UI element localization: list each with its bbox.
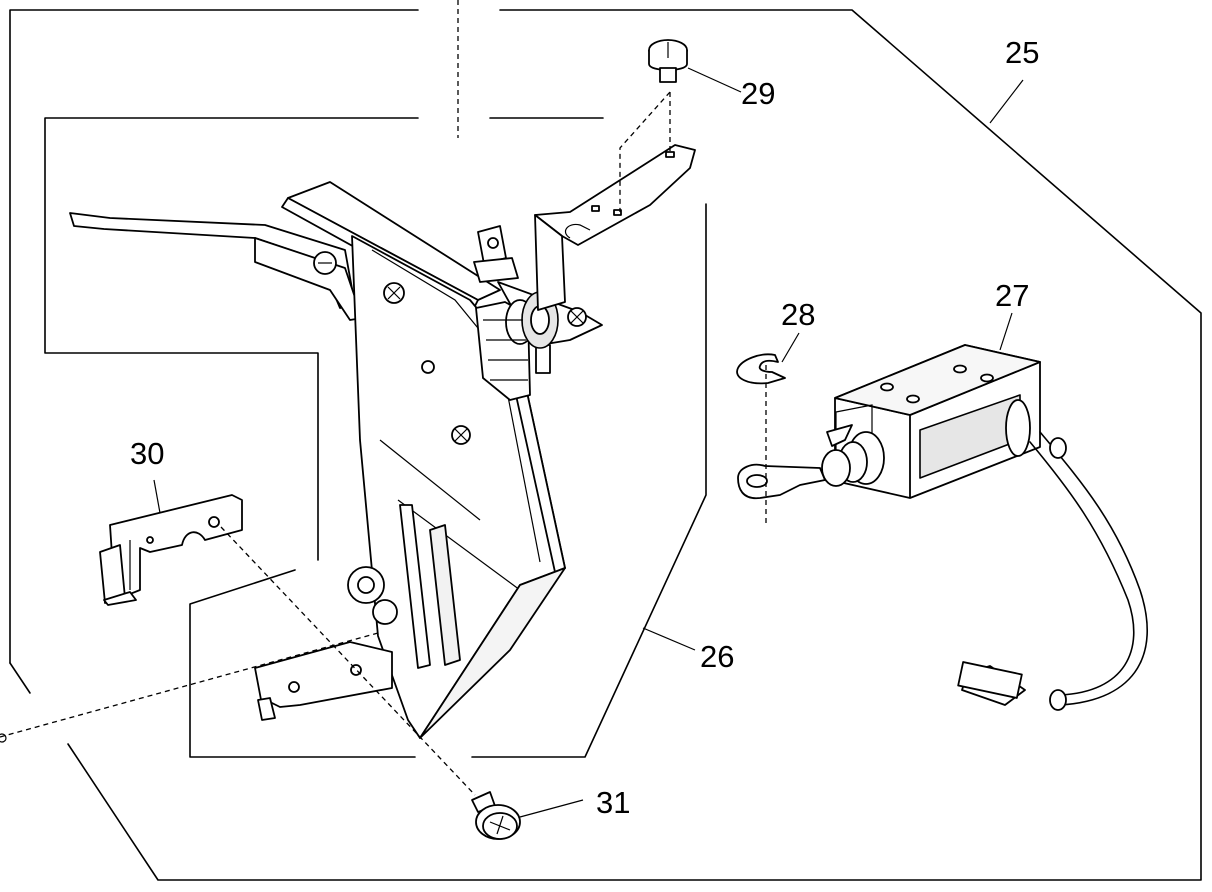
clip-30 xyxy=(99,494,243,606)
callout-28: 28 xyxy=(781,297,815,332)
e-ring-28 xyxy=(736,353,786,385)
callout-30: 30 xyxy=(130,436,164,471)
bracket-assembly-26 xyxy=(69,144,696,739)
dashed-assembly-lines xyxy=(220,91,767,796)
screw-31 xyxy=(471,791,521,840)
callout-31: 31 xyxy=(596,785,630,820)
leader-lines xyxy=(153,67,1024,818)
callout-25: 25 xyxy=(1005,35,1039,70)
dashed-leader-end xyxy=(0,733,7,743)
dashed-leader-left xyxy=(0,632,379,738)
assembly-boundary-25 xyxy=(9,0,1202,881)
callout-29: 29 xyxy=(741,76,775,111)
solenoid-27 xyxy=(737,344,1148,711)
callout-26: 26 xyxy=(700,639,734,674)
callout-27: 27 xyxy=(995,278,1029,313)
shoulder-screw-29 xyxy=(648,39,688,83)
assembly-boundary-26 xyxy=(44,117,707,758)
